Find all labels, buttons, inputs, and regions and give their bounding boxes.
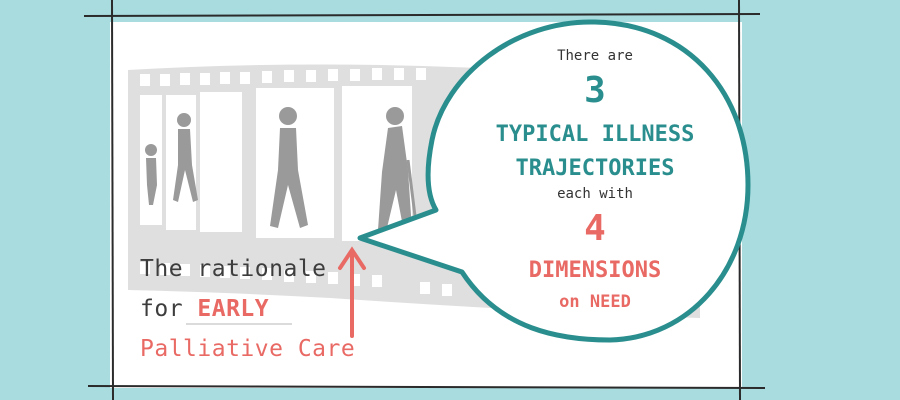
bubble-there-are: There are	[557, 48, 633, 64]
bubble-dimensions: DIMENSIONS	[528, 258, 662, 283]
bubble-trajectories: TRAJECTORIES	[515, 156, 675, 181]
adult-walking-figure	[173, 113, 198, 202]
rationale-line: The rationale	[140, 256, 327, 282]
palliative-care-line: Palliative Care	[140, 336, 356, 362]
bubble-typical-illness: TYPICAL ILLNESS	[495, 122, 695, 147]
for-early-line: for EARLY	[140, 296, 269, 322]
arrow-up-icon	[338, 246, 366, 338]
early-label: EARLY	[197, 296, 270, 322]
bubble-each-with: each with	[557, 186, 633, 202]
bubble-on-need: on NEED	[559, 292, 631, 312]
older-adult-figure	[270, 107, 308, 228]
speech-bubble	[357, 19, 751, 343]
for-label: for	[140, 296, 198, 322]
bubble-number-three: 3	[584, 70, 606, 111]
child-figure	[145, 144, 157, 205]
bubble-number-four: 4	[584, 208, 606, 249]
